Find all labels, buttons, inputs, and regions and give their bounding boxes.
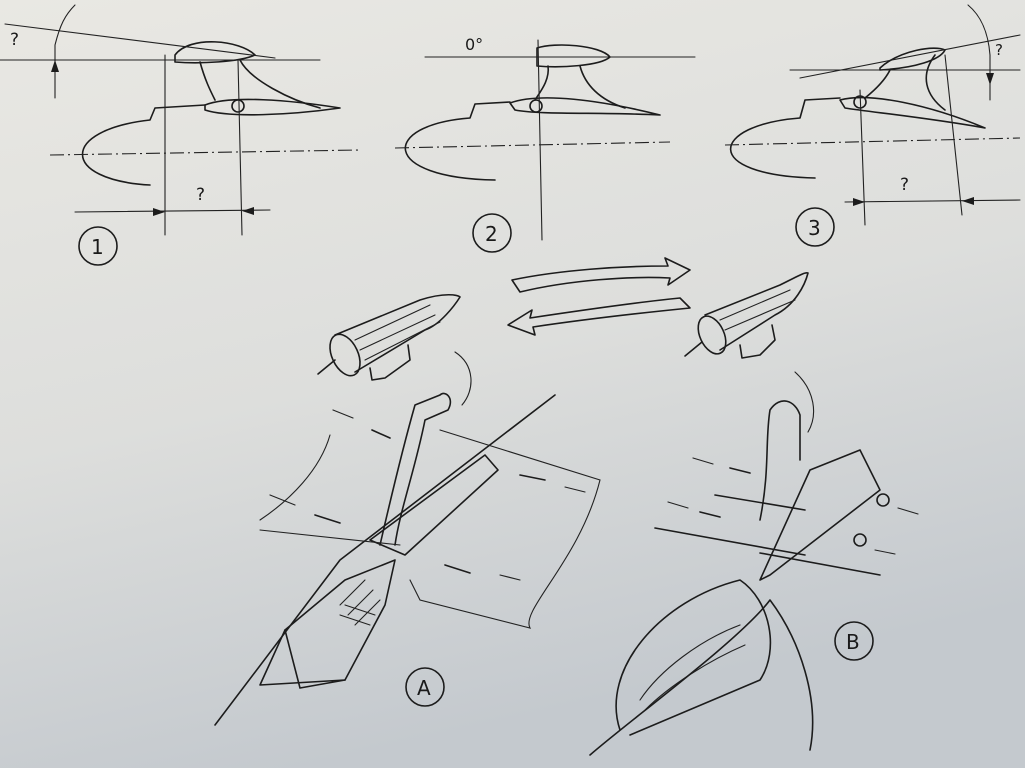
assembly-b [589,400,919,756]
motor-a [317,293,461,381]
assembly-a [214,392,601,726]
view-1-angle-label: ? [10,30,19,50]
side-view-2: 0° 2 [394,35,696,253]
view-2-angle-label: 0° [465,35,483,54]
view-3-offset-label: ? [900,175,909,195]
view-2-number-circle [472,213,512,253]
view-1-number: 1 [91,235,104,259]
view-1-offset-label: ? [196,185,205,205]
assembly-a-label-circle [405,667,445,707]
swap-arrows [507,257,691,336]
rotate-arrow-a [454,351,472,406]
view-3-angle-label: ? [995,41,1003,59]
rotate-arrow-b [794,371,815,433]
assembly-a-label: A [417,676,431,700]
view-3-number-circle [795,207,835,247]
view-1-number-circle [78,226,118,266]
side-view-1: ? ? 1 [0,4,361,266]
assembly-b-label: B [846,630,860,654]
motor-b [684,272,809,359]
view-3-number: 3 [808,216,821,240]
view-2-number: 2 [485,222,498,246]
assembly-b-label-circle [834,621,874,661]
side-view-3: ? ? 3 [724,4,1021,247]
